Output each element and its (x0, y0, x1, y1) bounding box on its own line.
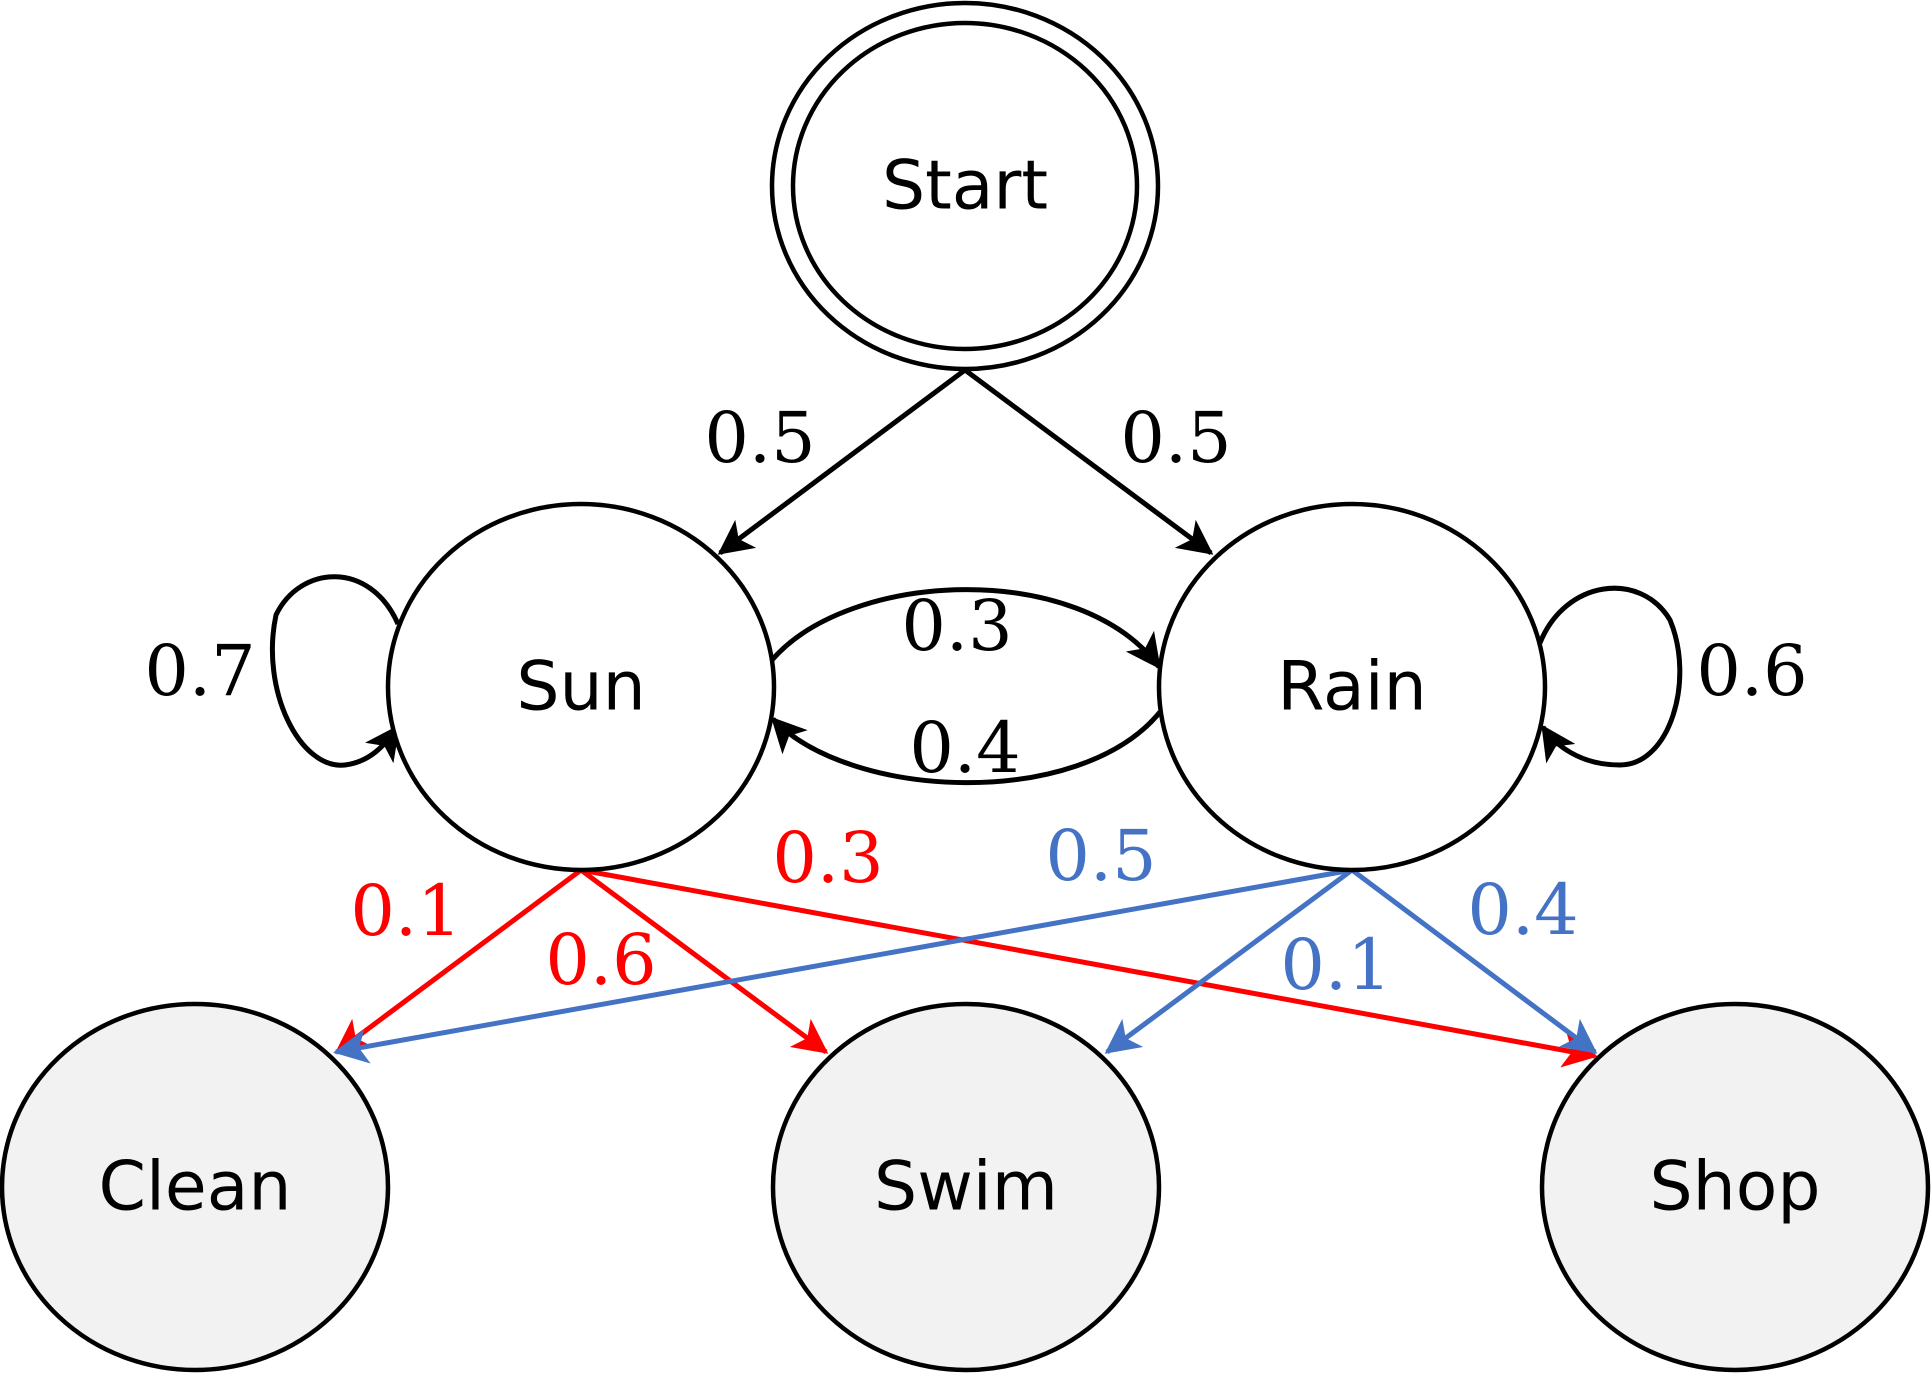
sun-node-label: Sun (516, 648, 645, 727)
edge-sun-rain (770, 587, 1162, 670)
rain-node: Rain (1156, 501, 1548, 873)
sun-emission-labels: 0.1 0.6 0.3 (350, 817, 883, 1001)
edge-rain-swim (1104, 867, 1354, 1055)
clean-node-label: Clean (99, 1148, 292, 1227)
label-sun-clean: 0.1 (350, 870, 461, 952)
label-sun-self: 0.7 (144, 630, 255, 712)
edge-sun-swim (579, 867, 829, 1055)
label-sun-swim: 0.6 (545, 919, 656, 1001)
start-node-label: Start (882, 147, 1048, 226)
label-rain-shop: 0.4 (1467, 869, 1578, 951)
label-rain-clean: 0.5 (1045, 815, 1156, 897)
rain-emission-labels: 0.5 0.1 0.4 (1045, 815, 1578, 1006)
emission-edges (333, 867, 1598, 1068)
label-rain-swim: 0.1 (1280, 924, 1391, 1006)
label-rain-sun: 0.4 (909, 707, 1020, 789)
label-sun-shop: 0.3 (772, 817, 883, 899)
transition-labels: 0.5 0.5 0.7 0.3 0.4 0.6 (144, 397, 1807, 789)
sun-node: Sun (385, 501, 777, 873)
edge-start-rain (963, 367, 1214, 556)
swim-node: Swim (770, 1001, 1162, 1373)
edge-rain-shop (1350, 867, 1598, 1055)
edge-start-sun (717, 367, 967, 556)
edge-rain-sun (770, 710, 1162, 786)
edge-sun-shop (580, 867, 1598, 1068)
label-sun-rain: 0.3 (901, 585, 1012, 667)
label-rain-self: 0.6 (1696, 630, 1807, 712)
label-start-sun: 0.5 (704, 397, 815, 479)
clean-node: Clean (0, 1001, 391, 1373)
rain-node-label: Rain (1277, 648, 1426, 727)
edge-sun-self (269, 574, 401, 768)
shop-node-label: Shop (1649, 1148, 1820, 1227)
start-node: Start (769, 0, 1161, 372)
label-start-rain: 0.5 (1120, 397, 1231, 479)
swim-node-label: Swim (874, 1148, 1058, 1227)
shop-node: Shop (1539, 1001, 1931, 1373)
edge-sun-clean (334, 867, 583, 1055)
edge-rain-clean (333, 867, 1353, 1064)
transition-edges (269, 367, 1683, 786)
edge-rain-self (1537, 585, 1683, 768)
